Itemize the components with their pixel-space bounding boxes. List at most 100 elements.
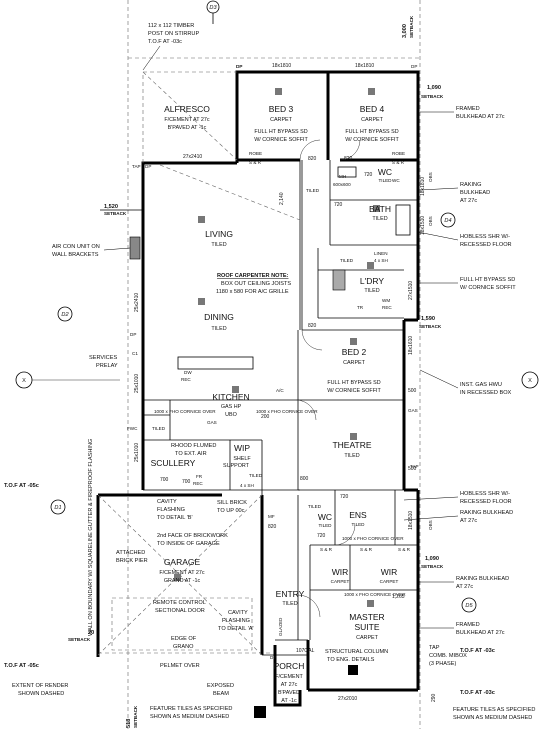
interior-walls — [143, 160, 418, 656]
callout-attached-pier: ATTACHED BRICK PIER — [116, 550, 148, 564]
dim-door-820-a: 820 — [308, 156, 317, 162]
label-dw: DW — [184, 370, 192, 375]
callout-hobless-mid-line2: RECESSED FLOOR — [460, 499, 512, 505]
level-tof-left2: T.O.F AT -05c — [4, 663, 39, 669]
section-marker-left: X — [15, 371, 120, 389]
room-porch-finish2: AT 27c — [281, 682, 298, 688]
label-glazed: GLAZED — [278, 617, 283, 636]
grid-marker-d5: D5 — [461, 597, 477, 613]
room-kitchen-ubo: UBO — [225, 412, 237, 418]
dim-bed3-window: 18x1810 — [272, 63, 291, 69]
label-wip-shelves: 4 x SH — [240, 483, 254, 488]
setback-518-label: SETBACK — [133, 705, 138, 728]
label-sr-wir1: S & R — [320, 547, 333, 552]
label-fr: FR — [196, 474, 203, 479]
callout-feature-bottom-line2: SHOWN AS MEDIUM DASHED — [150, 714, 229, 720]
callout-roof-note-title: ROOF CARPENTER NOTE: — [217, 273, 289, 279]
room-entry-label: ENTRY — [276, 589, 305, 599]
setback-1090-low: 1,090 SETBACK — [421, 556, 444, 569]
label-pfh-wir: 1000 x FHO CORNICE OVER — [344, 592, 406, 597]
room-wip-note2: SUPPORT — [223, 463, 250, 469]
room-bed3-note2: W/ CORNICE SOFFIT — [254, 137, 308, 143]
label-mh-size: 600x600 — [333, 182, 351, 187]
label-sr-wir2: S & R — [360, 547, 373, 552]
toilet-wc — [337, 166, 357, 178]
setback-1520-value: 1,520 — [104, 204, 118, 210]
dim-2140: 2,140 — [279, 192, 285, 205]
room-ldry-finish: TILED — [364, 288, 379, 294]
dim-ens-window: 18x1510 — [408, 511, 414, 530]
label-wm: WM — [382, 298, 390, 303]
room-theatre-finish: TILED — [344, 453, 359, 459]
label-sr-bed4: S & R — [392, 160, 405, 165]
callout-framed-low-line1: FRAMED — [456, 622, 480, 628]
callout-raking-top-line1: RAKING — [460, 182, 481, 188]
callout-sill-brick: SILL BRICK TO UP 00c — [217, 500, 247, 514]
callout-roof-note-line2: 1180 x 580 FOR A/C GRILLE — [216, 289, 289, 295]
callout-grano-line1: EDGE OF — [171, 636, 197, 642]
callout-struct-column: STRUCTURAL COLUMN TO ENG. DETAILS — [325, 649, 388, 663]
label-sr-wir3: S & R — [398, 547, 411, 552]
room-bed4-note1: FULL HT BYPASS SD — [345, 129, 398, 135]
callout-extent-render: EXTENT OF RENDER SHOWN DASHED — [12, 683, 68, 697]
room-wip-note1: SHELF — [233, 456, 251, 462]
room-bed2-label: BED 2 — [342, 347, 367, 357]
dim-bath-window: 18x1510 — [420, 216, 426, 235]
callout-roof-note-line1: BOX OUT CEILING JOISTS — [221, 281, 291, 287]
label-sr-bed3: S & R — [249, 160, 262, 165]
label-tiled-hall: TILED — [306, 188, 320, 193]
callout-framed-bulkhead-top-line2: BULKHEAD AT 27c — [456, 114, 505, 120]
callout-raking-mid: RAKING BULKHEAD AT 27c — [403, 510, 513, 524]
callout-bypass-right: FULL HT BYPASS SD W/ CORNICE SOFFIT — [420, 277, 516, 291]
setback-20-label: SETBACK — [68, 637, 91, 642]
setback-1590-label: SETBACK — [419, 324, 442, 329]
grid-marker-d2-label: D2 — [61, 312, 69, 318]
setback-1590-value: 1,590 — [421, 316, 435, 322]
callout-raking-bulkhead-top: RAKING BULKHEAD AT 27c — [419, 182, 490, 204]
fixture-labels: ROBE S & R ROBE S & R DP DP DP TAP MH 60… — [127, 64, 433, 660]
label-tiled-ens: TILED — [308, 504, 322, 509]
label-c1: C1 — [132, 351, 138, 356]
room-bed3-note1: FULL HT BYPASS SD — [254, 129, 307, 135]
callout-tap-line: TAP — [429, 645, 440, 651]
label-robe-bed4: ROBE — [392, 151, 405, 156]
label-dp-4: DP — [236, 64, 242, 69]
room-living-label: LIVING — [205, 229, 233, 239]
grid-marker-d3-label: D3 — [209, 5, 217, 11]
dim-alfresco-door: 27x2410 — [183, 154, 202, 160]
label-rec-ldry: REC — [382, 305, 392, 310]
callout-raking-mid-line2: AT 27c — [460, 518, 477, 524]
callout-column-line1: STRUCTURAL COLUMN — [325, 649, 388, 655]
room-wir1-finish: CARPET — [331, 579, 350, 584]
room-kitchen-label: KITCHEN — [212, 392, 249, 402]
room-wip-label: WIP — [234, 443, 250, 453]
callout-raking-mid-line1: RAKING BULKHEAD — [460, 510, 513, 516]
room-ens-label: ENS — [349, 510, 367, 520]
room-dining-label: DINING — [204, 312, 234, 322]
level-tof-right2: T.O.F AT -03c — [460, 690, 495, 696]
grid-marker-d4: D4 — [440, 212, 456, 228]
setback-1590: 1,590 SETBACK — [419, 316, 442, 329]
setback-20: 20 SETBACK — [68, 630, 94, 642]
callout-mibox-line: COMB. MIBOX — [429, 653, 467, 659]
callout-hobless-top-line2: RECESSED FLOOR — [460, 242, 512, 248]
room-wc2-label: WC — [318, 512, 332, 522]
room-wir2-label: WIR — [381, 567, 398, 577]
callout-framed-bulkhead-top: FRAMED BULKHEAD AT 27c — [420, 106, 505, 120]
dim-bed4-window: 18x1810 — [355, 63, 374, 69]
section-marker-left-label: X — [22, 378, 26, 384]
label-dp-6: DP — [130, 332, 136, 337]
callout-feature-tiles-right: FEATURE TILES AS SPECIFIED SHOWN AS MEDI… — [453, 707, 535, 721]
label-tap-1: TAP — [132, 164, 141, 169]
callout-services-line1: SERVICES — [89, 355, 117, 361]
setback-3000-value: 3,000 — [402, 24, 408, 38]
callout-bypass-right-line2: W/ CORNICE SOFFIT — [460, 285, 516, 291]
callout-rhood: RHOOD FLUMED TO EXT. AIR — [171, 443, 216, 457]
callout-air-con-line2: WALL BRACKETS — [52, 252, 99, 258]
room-bath-label: BATH — [369, 204, 391, 214]
callout-framed-bulkhead-top-line1: FRAMED — [456, 106, 480, 112]
structural-column — [348, 665, 358, 675]
label-tiled-wip: TILED — [249, 473, 263, 478]
callout-timber-post: 112 x 112 TIMBER POST ON STIRRUP T.O.F A… — [142, 23, 199, 71]
callout-inst-gas-line2: IN RECESSED BOX — [460, 390, 512, 396]
